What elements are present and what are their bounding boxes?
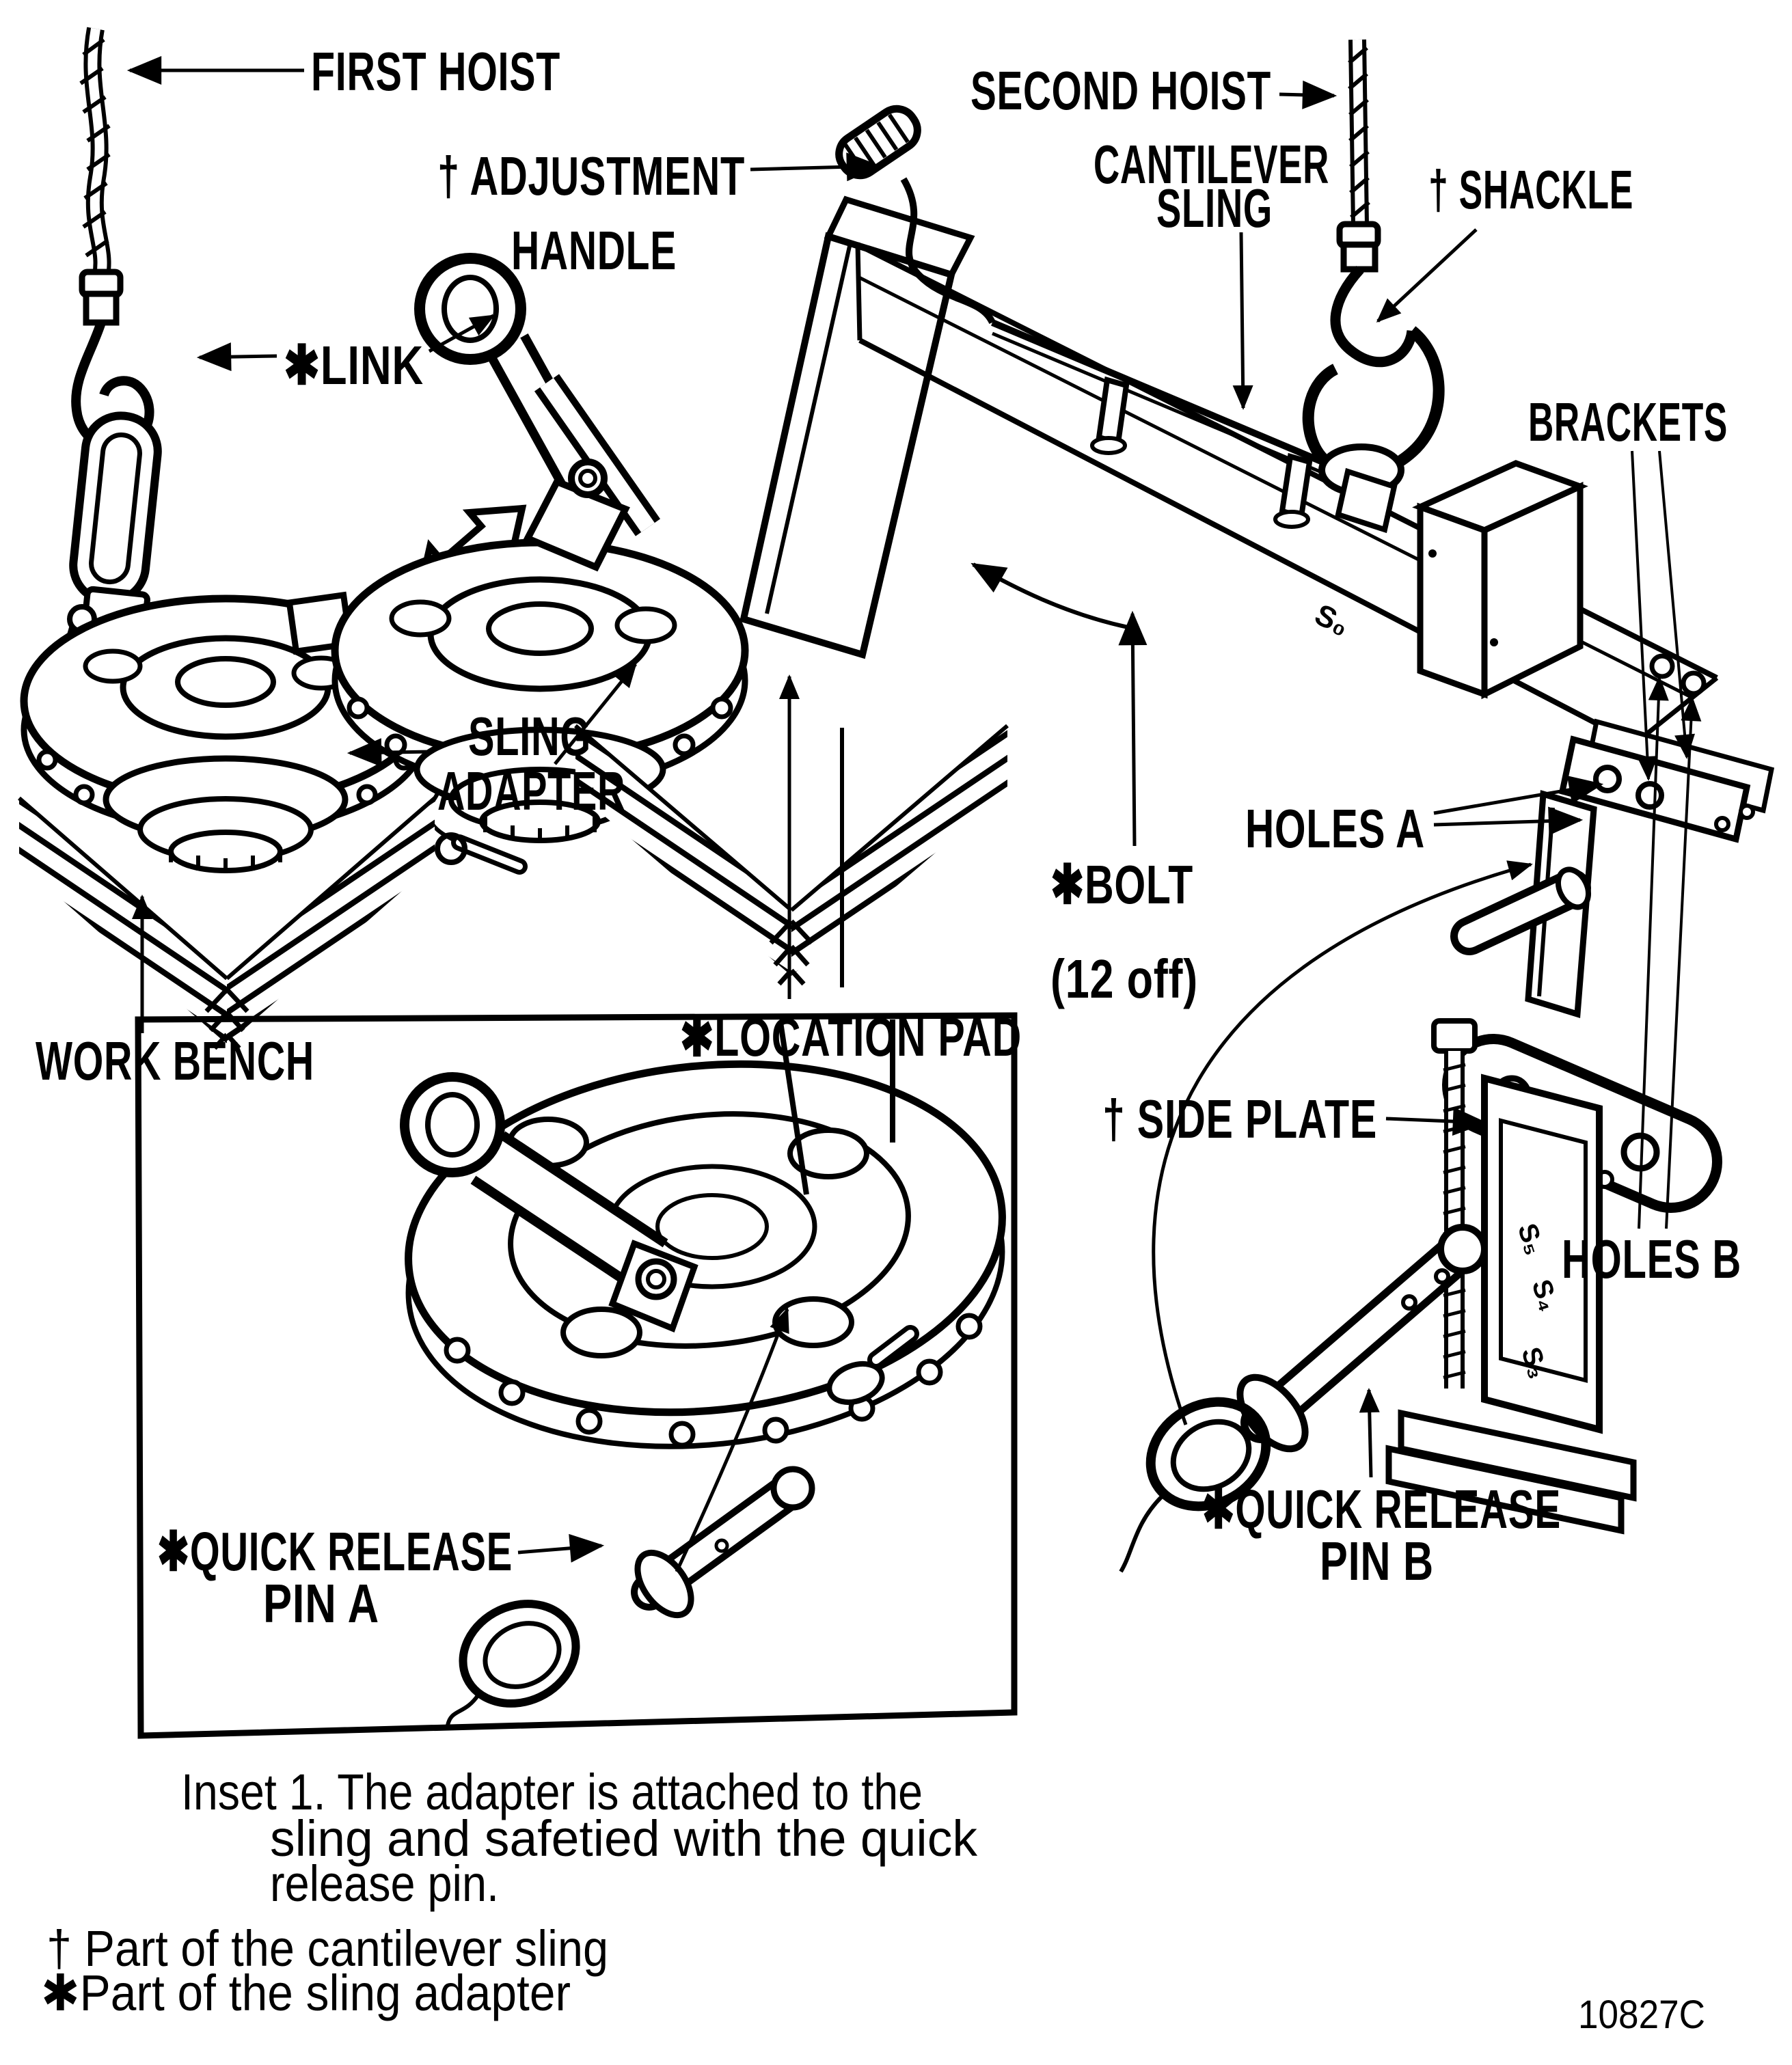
label-qr-pin-b-line2: PIN B (1320, 1531, 1434, 1591)
label-qr-pin-b-line1: ✱QUICK RELEASE (1202, 1479, 1561, 1540)
cantilever-sling-arrow (1232, 232, 1253, 410)
shackle-arrow (1376, 228, 1478, 323)
label-work-bench: WORK BENCH (36, 1030, 314, 1091)
junction-box-drawing (1412, 460, 1588, 700)
quick-release-pin-a-arrow (517, 1533, 605, 1563)
work-bench-drawing (18, 796, 436, 1050)
quick-release-pin-b-arrow (1359, 1388, 1380, 1478)
pin-b-to-holes-curved-arrow (1152, 860, 1533, 1425)
label-adjustment-line1: † ADJUSTMENT (437, 146, 745, 206)
figure-code: 10827C (1578, 1993, 1705, 2037)
bolt-arrow (1118, 610, 1148, 847)
label-first-hoist: FIRST HOIST (311, 41, 560, 102)
adjustment-handle-arrow (750, 152, 882, 182)
label-bolt-line1: ✱BOLT (1050, 854, 1193, 915)
holes-b-arrow-1 (1638, 676, 1669, 1229)
inset-caption-line3: release pin. (270, 1855, 499, 1912)
bolt-to-adapter-curved-arrow (970, 562, 1135, 631)
brackets-arrow-1 (1631, 450, 1658, 781)
holes-b-arrow-2 (1665, 696, 1702, 1229)
label-cantilever-line2: SLING (1156, 178, 1273, 238)
sling-adapter-arrow-up (554, 662, 637, 765)
sling-adapter-drawing-center (331, 253, 749, 843)
sling-adapter-arrow-left (347, 738, 433, 767)
label-sling-adapter-line1: SLING (468, 706, 591, 767)
footnote-sling-adapter: ✱Part of the sling adapter (41, 1965, 571, 2021)
label-sling-adapter-line2: ADAPTER (437, 761, 625, 821)
first-hoist-cable-drawing (71, 27, 154, 453)
label-link: ✱LINK (284, 335, 424, 396)
jack-stand-drawing: S₅ S₄ S₃ (1385, 1018, 1637, 1535)
second-hoist-arrow (1279, 80, 1338, 109)
inset-box (135, 1012, 1018, 1739)
footnote-cantilever-sling: † Part of the cantilever sling (46, 1920, 608, 1977)
label-qr-pin-a-line2: PIN A (263, 1573, 379, 1634)
leader-arrows (126, 56, 1702, 1563)
inset-caption-line1: Inset 1. The adapter is attached to the (181, 1764, 923, 1820)
side-plate-arrow (1385, 1107, 1488, 1136)
label-cantilever-line1: CANTILEVER (1094, 134, 1329, 195)
inset-caption-line2: sling and safetied with the quick (270, 1810, 978, 1867)
label-bolt-line2: (12 off) (1050, 948, 1198, 1009)
sling-adapter-drawing-left (20, 591, 528, 875)
quick-release-pin-a-drawing (446, 1466, 815, 1726)
inset-adapter-drawing (400, 1020, 1006, 1449)
beam-marking: S₀ (1309, 598, 1355, 643)
label-second-hoist: SECOND HOIST (970, 60, 1271, 121)
inset-pin-leader-arrow (675, 1307, 789, 1573)
holes-a-arrow-1 (1433, 776, 1604, 815)
shackle-drawing (1302, 265, 1445, 534)
link-arrow-right (428, 314, 495, 353)
link-arrow-left (196, 342, 277, 372)
label-brackets: BRACKETS (1528, 392, 1728, 452)
label-holes-b: HOLES B (1562, 1229, 1741, 1289)
loose-pin-drawing (1450, 866, 1592, 955)
label-side-plate: † SIDE PLATE (1102, 1089, 1377, 1149)
second-hoist-cable-drawing (1336, 39, 1381, 273)
holes-a-arrow-2 (1433, 806, 1584, 836)
label-shackle: † SHACKLE (1428, 159, 1633, 220)
location-pad-drawing (574, 724, 1009, 987)
label-location-pad: ✱LOCATION PAD (680, 1007, 1022, 1067)
quick-release-pin-b-drawing (1119, 1224, 1488, 1573)
label-qr-pin-a-line1: ✱QUICK RELEASE (157, 1521, 513, 1582)
label-adjustment-line2: HANDLE (511, 220, 677, 281)
label-holes-a: HOLES A (1245, 798, 1425, 859)
